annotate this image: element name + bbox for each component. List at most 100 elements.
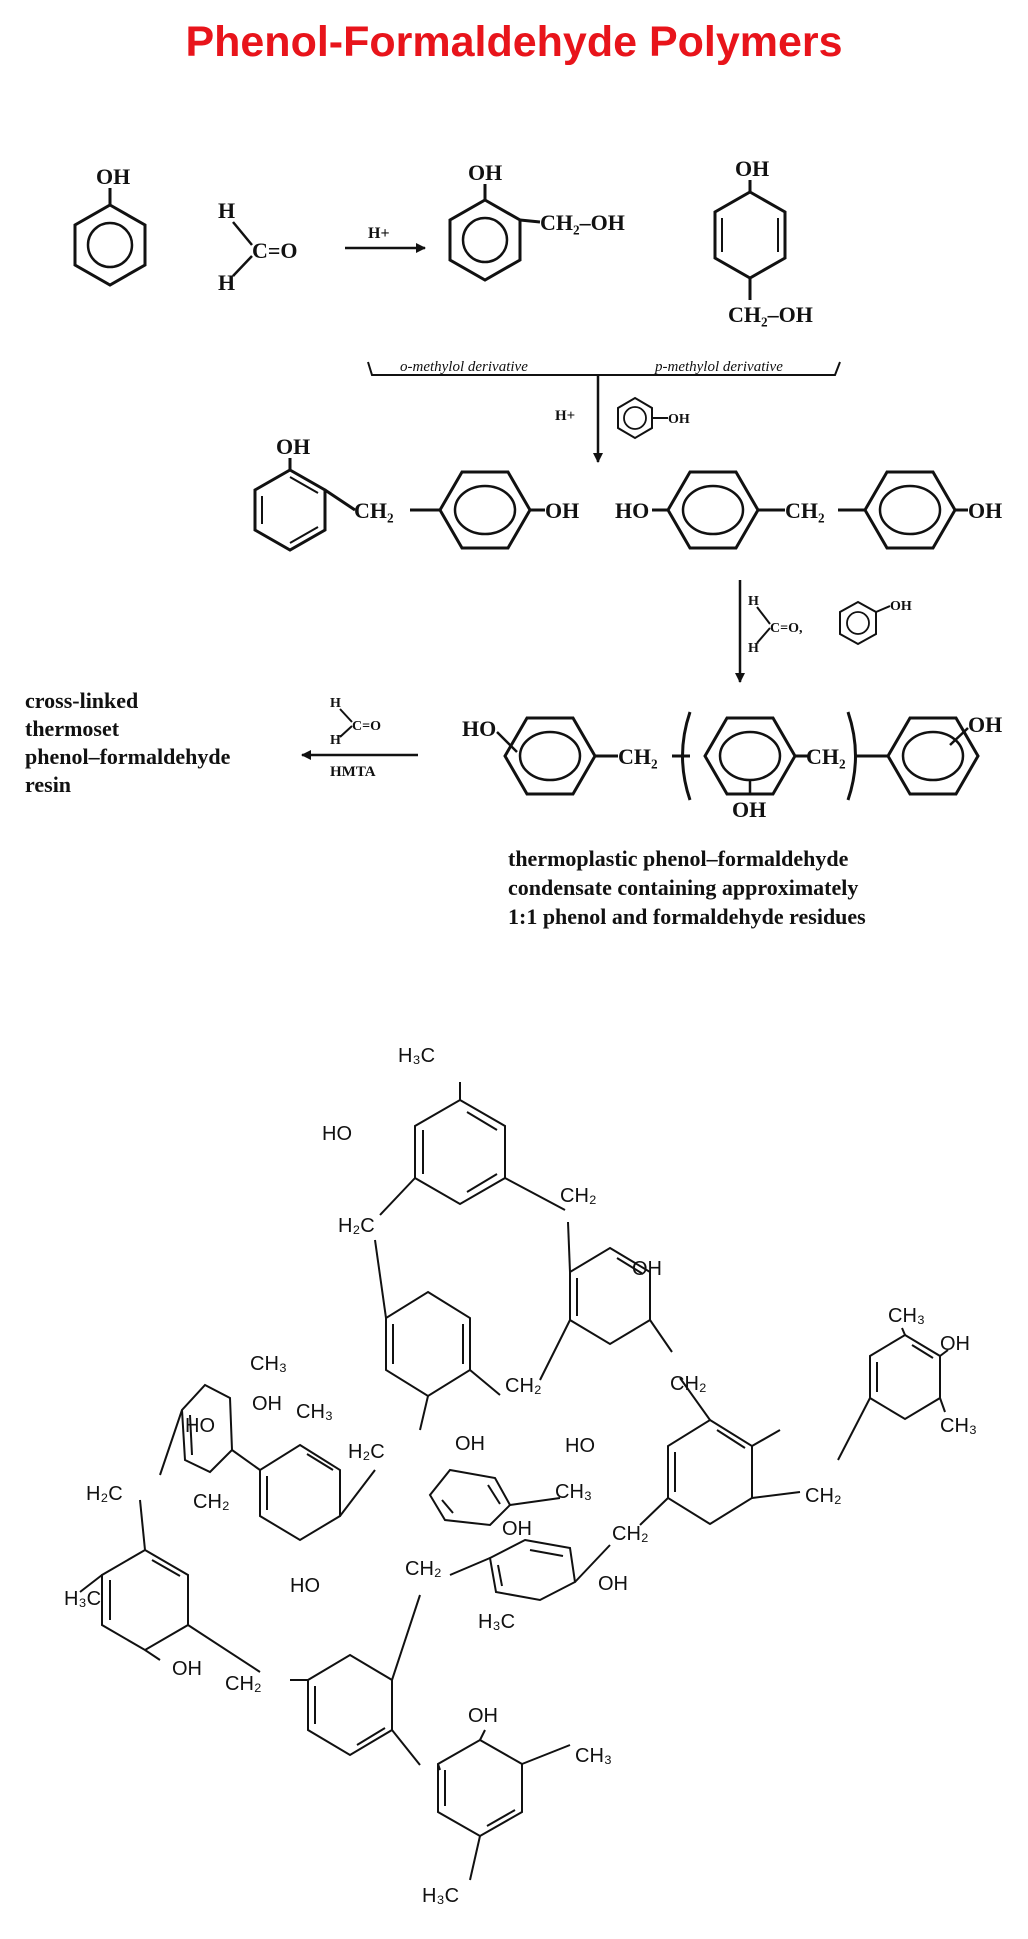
dimer-b-ho: HO xyxy=(615,498,649,523)
dimer-a-oh-end: OH xyxy=(545,498,579,523)
network-ring-5 xyxy=(869,1333,941,1421)
step4-arrow: H H C=O HMTA xyxy=(301,696,418,780)
hmta-label: HMTA xyxy=(330,764,376,780)
network-ring-4 xyxy=(667,1418,753,1526)
network-label-15: H₂C xyxy=(348,1441,385,1463)
step2-phenol-oh: OH xyxy=(668,412,690,427)
network-ring-7 xyxy=(428,1468,512,1527)
chain-ch2-b: CH₂ xyxy=(806,744,846,769)
network-label-5: OH xyxy=(632,1258,662,1280)
step1-formaldehyde: H H C=O xyxy=(218,198,298,295)
p-methylol-label: p-methylol derivative xyxy=(654,359,783,375)
chain-oh-end: OH xyxy=(968,712,1002,737)
network-label-16: OH xyxy=(455,1433,485,1455)
step1-arrow: H+ xyxy=(345,225,426,253)
network-labels: H₃C HO CH₂ H₂C OH CH₂ CH₃ OH CH₂ CH₃ CH₃… xyxy=(64,1045,977,1907)
network-label-13: HO xyxy=(185,1415,215,1437)
o-methylol-phenol: OH CH₂–OH xyxy=(448,160,625,282)
crosslinked-network xyxy=(101,1082,941,1838)
network-label-7: CH₃ xyxy=(888,1305,925,1327)
network-label-9: CH₂ xyxy=(670,1373,707,1395)
network-label-1: H₃C xyxy=(398,1045,435,1067)
network-label-23: H₂C xyxy=(86,1483,123,1505)
dimer-a-oh-top: OH xyxy=(276,434,310,459)
step3-carbonyl: C=O, xyxy=(770,621,802,636)
thermoset-line-4: resin xyxy=(25,772,71,797)
formaldehyde-h-bottom: H xyxy=(218,270,235,295)
network-label-18: CH₂ xyxy=(193,1491,230,1513)
step3-arrow: H H C=O, OH xyxy=(735,580,912,683)
dimer-ortho-para: OH CH₂ OH xyxy=(253,434,579,552)
dimer-a-ch2: CH₂ xyxy=(354,498,394,523)
derivative-brace: o-methylol derivative p-methylol derivat… xyxy=(367,359,841,463)
step4-h-bottom: H xyxy=(330,733,341,748)
network-label-28: OH xyxy=(598,1573,628,1595)
network-label-33: H₃C xyxy=(422,1885,459,1907)
network-label-25: OH xyxy=(172,1658,202,1680)
chain-ch2-a: CH₂ xyxy=(618,744,658,769)
dimer-para-para: HO CH₂ OH xyxy=(615,470,1002,550)
network-label-17: HO xyxy=(565,1435,595,1457)
step4-h-top: H xyxy=(330,696,341,711)
network-label-27: CH₂ xyxy=(405,1558,442,1580)
ortho-ch2oh-label: CH₂–OH xyxy=(540,210,625,235)
step4-carbonyl: C=O xyxy=(352,719,381,734)
network-ring-6 xyxy=(259,1443,341,1542)
network-label-21: CH₂ xyxy=(805,1485,842,1507)
network-ring-12 xyxy=(437,1738,523,1838)
ortho-oh-label: OH xyxy=(468,160,502,185)
formaldehyde-h-top: H xyxy=(218,198,235,223)
network-extra-bonds xyxy=(79,1327,949,1881)
novolac-chain: HO CH₂ OH CH₂ OH xyxy=(462,711,1002,822)
step3-h-bottom: H xyxy=(748,641,759,656)
network-ring-10 xyxy=(307,1653,393,1757)
network-label-29: H₃C xyxy=(478,1611,515,1633)
para-ch2oh-label: CH₂–OH xyxy=(728,302,813,327)
network-label-2: HO xyxy=(322,1123,352,1145)
network-label-12: OH xyxy=(252,1393,282,1415)
network-label-24: H₃C xyxy=(64,1588,101,1610)
network-label-10: CH₃ xyxy=(940,1415,977,1437)
network-label-19: CH₃ xyxy=(555,1481,592,1503)
network-label-26: HO xyxy=(290,1575,320,1597)
thermoplastic-line-3: 1:1 phenol and formaldehyde residues xyxy=(508,904,866,929)
network-label-31: OH xyxy=(468,1705,498,1727)
chain-ho-label: HO xyxy=(462,716,496,741)
network-ring-11 xyxy=(488,1538,577,1602)
step1-phenol: OH xyxy=(73,164,147,287)
network-label-30: CH₂ xyxy=(225,1673,262,1695)
thermoset-caption: cross-linked thermoset phenol–formaldehy… xyxy=(25,688,231,797)
network-ring-1 xyxy=(414,1098,506,1206)
network-label-14: CH₃ xyxy=(296,1401,333,1423)
o-methylol-label: o-methylol derivative xyxy=(400,359,528,375)
thermoplastic-line-1: thermoplastic phenol–formaldehyde xyxy=(508,846,849,871)
page-title: Phenol-Formaldehyde Polymers xyxy=(185,18,843,66)
step3-h-top: H xyxy=(748,594,759,609)
para-oh-label: OH xyxy=(735,156,769,181)
step2-acid-catalyst: H+ xyxy=(555,408,575,424)
network-label-4: H₂C xyxy=(338,1215,375,1237)
step2-reagents: H+ OH xyxy=(555,396,690,440)
thermoset-line-2: thermoset xyxy=(25,716,120,741)
network-ring-3 xyxy=(385,1290,471,1398)
dimer-b-ch2: CH₂ xyxy=(785,498,825,523)
benzene-ring xyxy=(73,203,147,287)
network-label-11: CH₃ xyxy=(250,1353,287,1375)
thermoset-line-1: cross-linked xyxy=(25,688,138,713)
acid-catalyst-label: H+ xyxy=(368,225,390,242)
network-label-32: CH₃ xyxy=(575,1745,612,1767)
network-ring-9 xyxy=(101,1548,189,1652)
network-label-20: OH xyxy=(502,1518,532,1540)
thermoplastic-caption: thermoplastic phenol–formaldehyde conden… xyxy=(508,846,866,929)
phenol-oh-label: OH xyxy=(96,164,130,189)
thermoplastic-line-2: condensate containing approximately xyxy=(508,875,858,900)
p-methylol-phenol: OH CH₂–OH xyxy=(713,156,813,327)
chain-oh-mid: OH xyxy=(732,797,766,822)
thermoset-line-3: phenol–formaldehyde xyxy=(25,744,231,769)
dimer-b-oh: OH xyxy=(968,498,1002,523)
formaldehyde-carbonyl: C=O xyxy=(252,238,298,263)
network-label-22: CH₂ xyxy=(612,1523,649,1545)
step3-phenol-oh: OH xyxy=(890,599,912,614)
network-label-3: CH₂ xyxy=(560,1185,597,1207)
